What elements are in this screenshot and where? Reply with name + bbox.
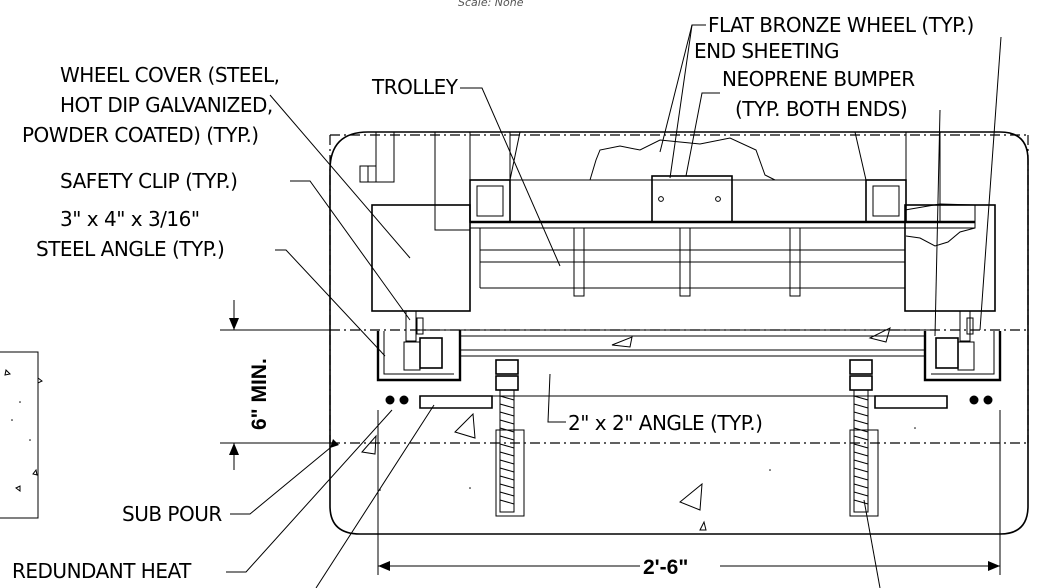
label-redundant-heat: REDUNDANT HEAT bbox=[12, 559, 192, 583]
trolley-frame bbox=[434, 131, 975, 231]
right-wheel-assembly bbox=[904, 204, 996, 371]
label-neoprene-bumper: NEOPRENE BUMPER bbox=[722, 67, 915, 91]
leader-lines bbox=[226, 24, 1002, 588]
dimension-width: 2'-6" bbox=[377, 410, 1001, 579]
label-steel-angle-size: 3" x 4" x 3/16" bbox=[60, 207, 200, 231]
left-concrete-block bbox=[0, 351, 43, 519]
width-label: 2'-6" bbox=[643, 556, 688, 579]
label-steel-angle: STEEL ANGLE (TYP.) bbox=[36, 237, 224, 261]
label-safety-clip: SAFETY CLIP (TYP.) bbox=[60, 169, 237, 193]
min-depth-label: 6" MIN. bbox=[248, 358, 271, 430]
label-neoprene-bumper-note: (TYP. BOTH ENDS) bbox=[735, 97, 907, 121]
left-wheel-assembly bbox=[359, 131, 471, 371]
label-trolley: TROLLEY bbox=[371, 75, 459, 99]
dimension-min-depth: 6" MIN. bbox=[220, 300, 330, 470]
scale-note: Scale: None bbox=[458, 0, 524, 9]
label-flat-bronze-wheel: FLAT BRONZE WHEEL (TYP.) bbox=[708, 13, 974, 37]
trolley-body bbox=[479, 227, 905, 297]
steel-angles bbox=[376, 329, 1002, 382]
label-wheel-cover-1: WHEEL COVER (STEEL, bbox=[60, 63, 280, 87]
heat-cables bbox=[385, 395, 993, 405]
label-end-sheeting: END SHEETING bbox=[694, 39, 839, 63]
anchor-bolts bbox=[495, 359, 879, 517]
label-two-inch-angle: 2" x 2" ANGLE (TYP.) bbox=[568, 411, 762, 435]
callout-labels: FLAT BRONZE WHEEL (TYP.) END SHEETING NE… bbox=[12, 13, 974, 583]
label-wheel-cover-2: HOT DIP GALVANIZED, bbox=[60, 93, 273, 117]
two-inch-angles bbox=[419, 349, 948, 409]
label-sub-pour: SUB POUR bbox=[122, 502, 222, 526]
end-sheeting bbox=[589, 137, 976, 247]
label-wheel-cover-3: POWDER COATED) (TYP.) bbox=[22, 123, 259, 147]
